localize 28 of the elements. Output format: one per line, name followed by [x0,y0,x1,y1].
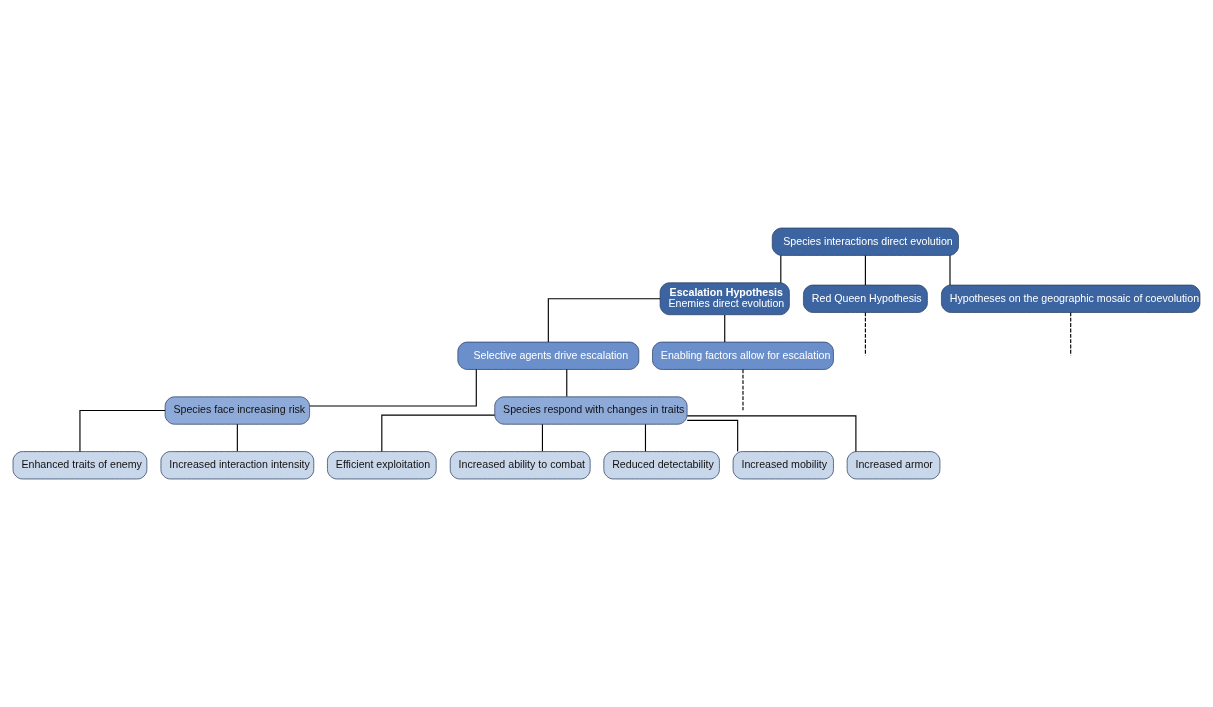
connector [236,423,238,452]
connector [864,254,866,286]
node-box: Hypotheses on the geographic mosaic of coevolution [941,284,1201,313]
node-box: Species face increasing risk [164,396,310,425]
node-box: Red Queen Hypothesis [803,284,928,313]
node-box: Selective agents drive escalation [457,341,640,370]
node-box: Species respond with changes in traits [494,396,688,425]
node-box: Increased mobility [732,451,834,480]
node-box: Enabling factors allow for escalation [652,341,834,370]
connector [686,415,857,453]
connector [686,419,739,453]
node-box: Escalation Hypothesis Enemies direct evolution [659,282,790,316]
connector [644,423,647,452]
connector [79,409,166,453]
connector [381,414,496,453]
connector [547,298,661,343]
connector [724,314,726,343]
node-box: Increased ability to combat [449,451,591,480]
node-box: Reduced detectability [603,451,720,480]
node-box: Enhanced traits of enemy [12,451,148,480]
connector [309,368,477,407]
node-box: Increased interaction intensity [160,451,315,480]
node-box: Efficient exploitation [327,451,437,480]
connector [566,369,568,398]
connector [541,423,543,452]
connector [780,254,782,284]
node-box: Increased armor [846,451,941,480]
node-box: Species interactions direct evolution [771,227,959,256]
